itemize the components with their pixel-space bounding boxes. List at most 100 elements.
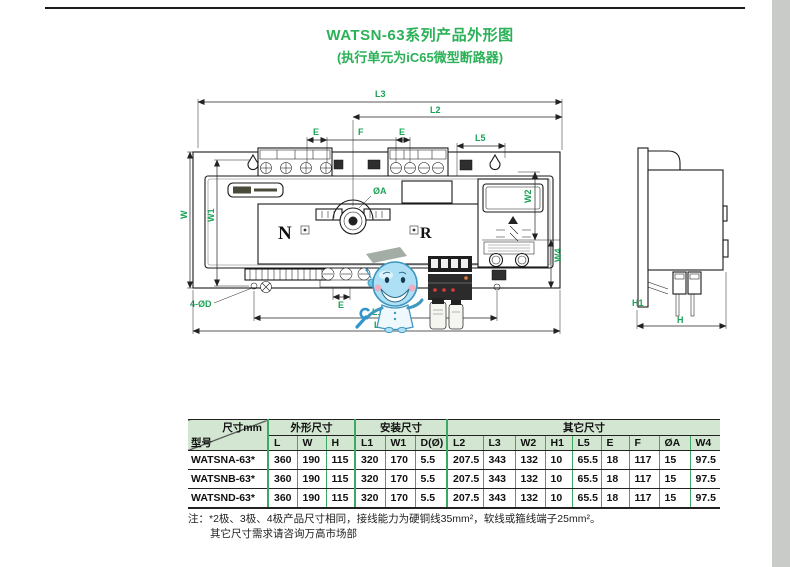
cell-value: 170 (384, 469, 415, 489)
col-header-L: L (267, 435, 297, 451)
cell-value: 117 (628, 469, 659, 489)
aux-connector-block (333, 159, 344, 170)
cell-value: 97.5 (689, 488, 720, 509)
cell-value: 10 (544, 450, 572, 470)
outline-drawing: N R (179, 89, 729, 334)
cell-value: 5.5 (414, 469, 447, 489)
cell-value: 5.5 (414, 488, 447, 509)
model-name: WATSNA-63* (188, 450, 268, 470)
cell-value: 360 (267, 488, 297, 509)
col-header-H: H (325, 435, 355, 451)
keyhole-slot-right (489, 153, 501, 171)
column-header-row: L W H L1 W1 D(Ø) L2 L3 W2 H1 L5 E F ØA W… (188, 435, 720, 451)
note-prefix: 注： (188, 513, 209, 525)
col-header-H1: H1 (544, 435, 572, 451)
top-terminal-strip-left (257, 147, 333, 177)
mounting-hole (250, 282, 258, 290)
col-header-L5: L5 (571, 435, 601, 451)
col-header-W2: W2 (514, 435, 545, 451)
mascot-watermark (355, 247, 472, 334)
dimensions-table: 尺寸mm 型号 外形尺寸 安装尺寸 其它尺寸 L W H L1 W1 D(Ø) … (188, 419, 720, 509)
top-border-line (45, 7, 745, 9)
rotary-handle (315, 199, 391, 235)
table-row-watsnb-63: WATSNB-63* 360 190 115 320 170 5.5 207.5… (188, 469, 720, 489)
model-name: WATSNB-63* (188, 469, 268, 489)
cell-value: 360 (267, 469, 297, 489)
dim-label-w4: W4 (553, 249, 563, 263)
nameplate-window (401, 180, 453, 204)
cell-value: 18 (600, 450, 629, 470)
dim-label-l3: L3 (375, 89, 386, 99)
page-title: WATSN-63系列产品外形图 (326, 27, 514, 44)
cell-value: 115 (325, 488, 355, 509)
col-header-D: D(Ø) (414, 435, 447, 451)
mounting-hole (493, 283, 501, 291)
cell-value: 65.5 (571, 450, 601, 470)
cell-value: 10 (544, 469, 572, 489)
cell-value: 320 (354, 488, 385, 509)
cell-value: 170 (384, 488, 415, 509)
cell-value: 15 (658, 469, 690, 489)
cell-value: 5.5 (414, 450, 447, 470)
dim-label-4-phi-d: 4-ØD (190, 299, 212, 309)
footnote-line-1: 注：*2极、3极、4极产品尺寸相同，接线能力为硬铜线35mm²，软线或箍线端子2… (188, 512, 758, 527)
side-body (647, 169, 724, 271)
cell-value: 190 (296, 450, 326, 470)
group-header-outline: 外形尺寸 (267, 419, 355, 436)
top-terminal-strip-right (387, 147, 449, 177)
dim-label-l1: L1 (372, 307, 383, 317)
cell-value: 115 (325, 450, 355, 470)
screw-head (260, 281, 272, 293)
aux-connector-block (459, 159, 473, 171)
dim-label-phi-a: ØA (373, 186, 387, 196)
cell-value: 343 (482, 488, 515, 509)
cell-value: 15 (658, 450, 690, 470)
cell-value: 97.5 (689, 450, 720, 470)
front-view: N R (179, 89, 563, 334)
cell-value: 132 (514, 488, 545, 509)
dim-label-l5: L5 (475, 133, 486, 143)
cell-value: 207.5 (446, 450, 483, 470)
cell-value: 18 (600, 488, 629, 509)
footnotes: 注：*2极、3极、4极产品尺寸相同，接线能力为硬铜线35mm²，软线或箍线端子2… (188, 512, 758, 542)
keyhole-slot-left (247, 153, 259, 171)
dim-label-w2: W2 (523, 190, 533, 204)
col-header-W: W (296, 435, 326, 451)
dim-label-h: H (677, 315, 684, 325)
dim-label-l2: L2 (430, 105, 441, 115)
dim-label-e: E (399, 127, 405, 137)
table-row-watsnd-63: WATSND-63* 360 190 115 320 170 5.5 207.5… (188, 488, 720, 509)
cell-value: 65.5 (571, 488, 601, 509)
cell-value: 190 (296, 469, 326, 489)
cell-value: 65.5 (571, 469, 601, 489)
cell-value: 360 (267, 450, 297, 470)
controller-module (477, 178, 549, 268)
cell-value: 15 (658, 488, 690, 509)
footnote-line-2: 其它尺寸需求请咨询万高市场部 (210, 528, 357, 540)
cell-value: 117 (628, 450, 659, 470)
cell-value: 170 (384, 450, 415, 470)
col-header-F: F (628, 435, 659, 451)
dim-label-f: F (358, 127, 364, 137)
corner-unit-label: 尺寸mm (222, 422, 262, 434)
cell-value: 117 (628, 488, 659, 509)
corner-model-label: 型号 (191, 437, 212, 449)
wrench-icon (355, 307, 371, 329)
cell-value: 18 (600, 469, 629, 489)
page-subtitle: (执行单元为iC65微型断路器) (336, 50, 504, 65)
cell-value: 115 (325, 469, 355, 489)
group-header-other: 其它尺寸 (446, 419, 720, 436)
dim-label-w: W (179, 210, 189, 219)
cell-value: 132 (514, 469, 545, 489)
cell-value: 10 (544, 488, 572, 509)
col-header-phiA: ØA (658, 435, 690, 451)
side-view: H1 H (632, 147, 729, 329)
side-mounting-plate (637, 147, 649, 308)
col-header-L1: L1 (354, 435, 385, 451)
model-name: WATSND-63* (188, 488, 268, 509)
side-bottom-terminals (672, 271, 702, 317)
table-corner-cell: 尺寸mm 型号 (188, 419, 268, 451)
cell-value: 132 (514, 450, 545, 470)
note-text-1: *2极、3极、4极产品尺寸相同，接线能力为硬铜线35mm²，软线或箍线端子25m… (209, 513, 601, 525)
